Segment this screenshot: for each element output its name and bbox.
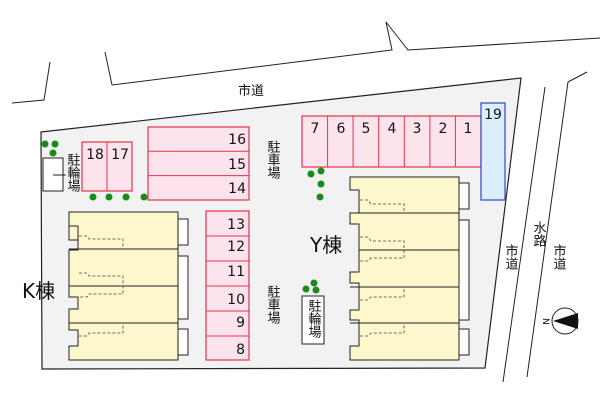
parking-space-17: 17 (111, 147, 129, 163)
parking-space-13: 13 (227, 217, 245, 233)
parking-space-12: 12 (227, 239, 245, 255)
parking-space-10: 10 (227, 292, 245, 308)
parking-space-16: 16 (228, 132, 246, 148)
parking-space-2: 2 (439, 121, 448, 137)
parking-space-19 (480, 102, 506, 201)
parking-space-11: 11 (227, 264, 245, 280)
parking-space-6: 6 (337, 121, 346, 137)
city-road-label-top: 市道 (238, 83, 264, 99)
parking-space-9: 9 (236, 315, 245, 331)
parking-space-8: 8 (236, 342, 245, 358)
y-building (349, 176, 470, 361)
road-lines (11, 21, 600, 383)
parking-space-7: 7 (311, 121, 320, 137)
trees (41, 140, 325, 294)
waterway-label: 水路 (531, 221, 547, 247)
parking-space-14: 14 (228, 181, 246, 197)
parking-column-middle: 13 12 11 10 9 8 (205, 210, 250, 361)
parking-space-3: 3 (413, 121, 422, 137)
north-label: N (540, 318, 550, 325)
north-compass-icon: N (540, 307, 579, 335)
parking-label-lower: 駐車場 (265, 285, 281, 324)
parking-pair: 18 17 (81, 141, 133, 192)
parking-row-top: 7 6 5 4 3 2 1 (301, 115, 482, 168)
parking-space-4: 4 (388, 121, 397, 137)
parking-space-18: 18 (86, 147, 104, 163)
parking-space-5: 5 (362, 121, 371, 137)
k-building-label: K棟 (22, 279, 55, 303)
y-building-label: Y棟 (309, 233, 342, 257)
parking-space-19-label: 19 (484, 107, 502, 123)
bicycle-parking-label-right: 駐輪場 (306, 299, 322, 338)
bicycle-parking-right (301, 295, 325, 345)
bicycle-parking-label-left: 駐輪場 (65, 153, 81, 192)
k-building (68, 211, 189, 361)
parking-space-15: 15 (228, 157, 246, 173)
parking-label-upper: 駐車場 (265, 140, 281, 179)
city-road-label-right: 市道 (503, 243, 519, 270)
parking-space-1: 1 (464, 121, 473, 137)
parking-block-upper: 16 15 14 (147, 126, 250, 201)
city-road-label-far-right: 市道 (551, 243, 567, 270)
